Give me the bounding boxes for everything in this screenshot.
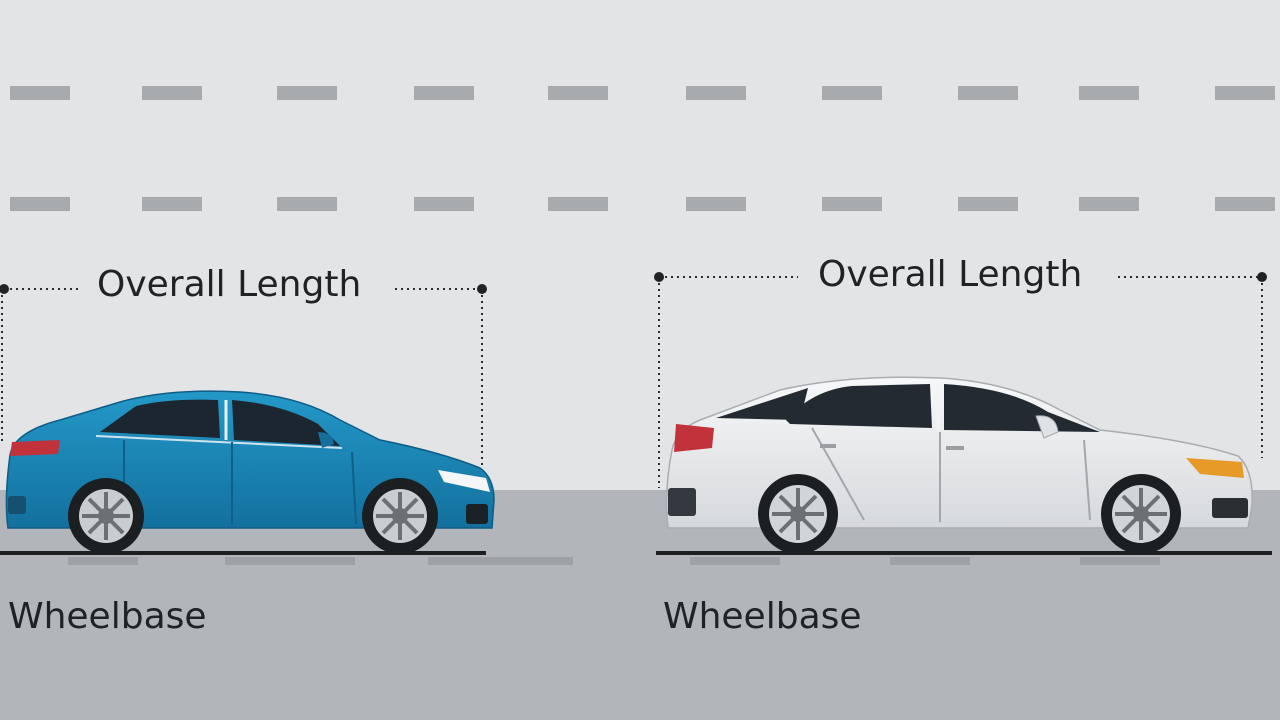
right-wheelbase-line [656, 551, 1272, 555]
right-wheelbase-label: Wheelbase [663, 596, 862, 637]
left-overall-length-label: Overall Length [97, 264, 362, 305]
right-length-end-dot [1257, 272, 1267, 282]
road-dashes [68, 557, 1160, 565]
blue-sedan [5, 390, 495, 554]
right-length-dimension [658, 276, 1263, 488]
left-length-start-dot [0, 284, 9, 294]
lane-markings-upper [10, 86, 1275, 100]
lane-markings-lower [10, 197, 1275, 211]
right-overall-length-label: Overall Length [818, 254, 1083, 295]
left-wheelbase-line [0, 551, 486, 555]
left-wheelbase-label: Wheelbase [8, 596, 207, 637]
left-length-end-dot [477, 284, 487, 294]
left-length-dimension [1, 288, 483, 472]
white-sedan [665, 376, 1253, 554]
right-length-start-dot [654, 272, 664, 282]
